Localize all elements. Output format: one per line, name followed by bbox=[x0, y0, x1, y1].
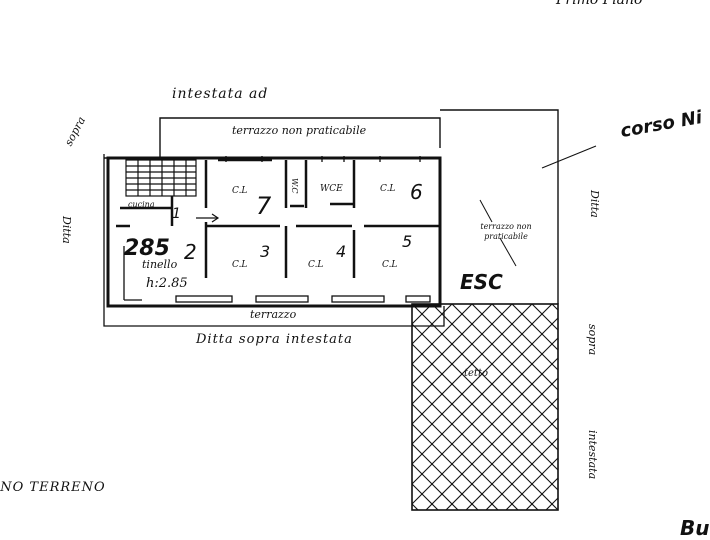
hatch-line bbox=[652, 304, 710, 524]
hatch-line bbox=[471, 304, 558, 391]
roof-area bbox=[411, 303, 559, 511]
room-285-number: 285 bbox=[124, 236, 170, 261]
hatch-line bbox=[511, 304, 558, 351]
terrace-outline-right bbox=[440, 109, 559, 304]
apartment-walls bbox=[106, 156, 442, 308]
hatch-line bbox=[465, 417, 558, 510]
stair-esc-label: ESC bbox=[460, 270, 503, 294]
hatch-line bbox=[672, 304, 710, 524]
room-1-number: 1 bbox=[172, 206, 181, 222]
staircase bbox=[125, 159, 197, 197]
roof-label: tetto bbox=[464, 368, 488, 379]
hatch-line bbox=[491, 304, 558, 371]
hatch-line bbox=[612, 304, 710, 524]
hatch-line bbox=[551, 304, 558, 311]
east-terrace-label: terrazzo non praticabile bbox=[480, 222, 532, 241]
hatch-line bbox=[445, 397, 558, 510]
room-3-number: 3 bbox=[260, 242, 271, 261]
hatch-line bbox=[412, 304, 553, 445]
room-3-type: C.L bbox=[232, 260, 248, 270]
south-windows bbox=[123, 246, 431, 303]
hatch-line bbox=[592, 304, 710, 524]
hatch-line bbox=[412, 304, 453, 345]
interior-walls bbox=[116, 158, 440, 278]
west-owner-label: Ditta bbox=[60, 216, 73, 244]
hatch-line bbox=[692, 304, 710, 524]
hatch-line bbox=[425, 377, 558, 510]
room-4-type: C.L bbox=[308, 260, 324, 270]
hatch-line bbox=[412, 443, 479, 510]
room-4-number: 4 bbox=[336, 242, 347, 261]
room-2-number: 2 bbox=[184, 240, 197, 264]
room-7-type: C.L bbox=[232, 186, 248, 196]
hatch-line bbox=[505, 457, 558, 510]
hatch-line bbox=[692, 304, 710, 524]
north-owner-label: intestata ad bbox=[172, 86, 269, 102]
hatch-line bbox=[412, 357, 558, 505]
terrace-pointer-lines bbox=[479, 145, 597, 267]
hatch-line bbox=[552, 304, 710, 524]
room-7-number: 7 bbox=[256, 192, 272, 220]
hatch-line bbox=[485, 437, 558, 510]
north-windows bbox=[225, 156, 421, 162]
hatch-line bbox=[632, 304, 710, 524]
east-owner-label: Ditta bbox=[588, 190, 601, 218]
hatch-line bbox=[412, 463, 459, 510]
north-terrace-label: terrazzo non praticabile bbox=[232, 124, 367, 137]
hatch-line bbox=[632, 304, 710, 524]
hatch-line bbox=[672, 304, 710, 524]
hatch-line bbox=[451, 304, 558, 411]
stair-arrow-icon bbox=[196, 213, 220, 223]
south-owner-label: Ditta sopra intestata bbox=[196, 332, 353, 347]
hatch-line bbox=[412, 423, 499, 510]
hatch-line bbox=[412, 317, 558, 465]
room-6-number: 6 bbox=[410, 180, 423, 204]
room-height-label: h:2.85 bbox=[146, 276, 188, 291]
room-cucina-label: cucina bbox=[128, 200, 155, 209]
hatch-line bbox=[652, 304, 710, 524]
hatch-line bbox=[412, 483, 439, 510]
hatch-line bbox=[412, 304, 473, 365]
roof-hatch bbox=[412, 304, 710, 524]
hatch-line bbox=[592, 304, 710, 524]
room-tinello-label: tinello bbox=[142, 258, 178, 271]
south-terrace-label: terrazzo bbox=[250, 308, 297, 321]
room-6-type: C.L bbox=[380, 184, 396, 194]
hatch-line bbox=[412, 304, 533, 425]
east-lower-label-1: sopra bbox=[586, 324, 599, 356]
room-5-type: C.L bbox=[382, 260, 398, 270]
room-wc-label: WCE bbox=[320, 184, 343, 194]
room-5-number: 5 bbox=[402, 232, 413, 251]
hatch-line bbox=[412, 304, 493, 385]
east-lower-label-2: intestata bbox=[586, 430, 599, 480]
hatch-line bbox=[612, 304, 710, 524]
hatch-line bbox=[525, 477, 558, 510]
sheet-title-top-right: Primo Piano bbox=[556, 0, 643, 8]
corner-label-bottom-right: Bu bbox=[680, 516, 710, 540]
hatch-line bbox=[412, 337, 558, 485]
hatch-line bbox=[412, 304, 513, 405]
room-wc-small-label: W.C bbox=[290, 178, 299, 194]
floor-name-label: PIANO TERRENO bbox=[0, 480, 106, 495]
